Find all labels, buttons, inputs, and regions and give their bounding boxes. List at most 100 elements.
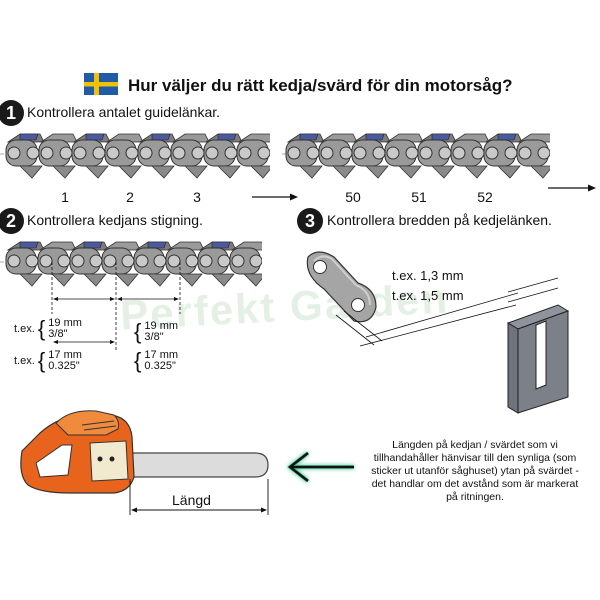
width-example-1-3mm: t.ex. 1,3 mm	[392, 268, 464, 283]
pitch-dimension-lines	[51, 262, 181, 350]
cutter-edge	[365, 133, 385, 141]
cutter-edge	[299, 133, 319, 141]
arrow-left-icon	[287, 451, 354, 483]
cutter-edge	[497, 133, 517, 141]
rivet	[238, 146, 252, 160]
pitch-example-prefix: t.ex.	[14, 354, 35, 367]
step-3-label: Kontrollera bredden på kedjelänken.	[327, 212, 552, 228]
cutter-edge	[85, 133, 105, 141]
rivet	[438, 146, 452, 160]
link-number-1: 1	[61, 189, 69, 205]
rivet	[504, 146, 518, 160]
rivet	[249, 254, 262, 268]
rivet	[320, 146, 334, 160]
rivet	[405, 146, 419, 160]
rivet	[7, 146, 21, 160]
rivet	[353, 146, 367, 160]
link-number-51: 51	[411, 189, 427, 205]
drive-link	[19, 165, 43, 179]
rivet	[135, 254, 149, 268]
drive-link	[332, 165, 356, 179]
step-2-badge: 2	[0, 208, 24, 234]
drive-link	[530, 165, 550, 179]
rivet	[339, 146, 353, 160]
chainsaw-illustration	[20, 410, 269, 515]
rivet	[419, 146, 433, 160]
pitch-mm-value: 17 mm	[48, 349, 82, 361]
drive-link	[243, 273, 262, 287]
drive-link	[83, 273, 107, 287]
rivet	[71, 254, 85, 268]
rivet	[199, 254, 213, 268]
cutter-edge	[211, 241, 231, 249]
step-1-label: Kontrollera antalet guidelänkar.	[27, 104, 221, 120]
chain-segment-pitch	[0, 241, 262, 287]
brace-icon: {	[37, 348, 46, 373]
rivet	[306, 146, 320, 160]
rivet	[92, 146, 106, 160]
step-3-badge: 3	[297, 208, 323, 234]
cutter-edge	[431, 133, 451, 141]
cutter-edge	[217, 133, 237, 141]
brace-icon: {	[37, 316, 46, 341]
pitch-mm-value: 17 mm	[144, 349, 179, 361]
drive-link	[19, 273, 43, 287]
rivet	[372, 146, 386, 160]
rivet	[172, 146, 186, 160]
chain-segment-start	[0, 133, 270, 179]
pitch-inch-value: 3/8"	[48, 328, 68, 340]
drive-link	[398, 165, 422, 179]
rivet	[158, 146, 172, 160]
step-1-badge: 1	[0, 100, 24, 126]
width-example-1-5mm: t.ex. 1,5 mm	[392, 288, 464, 303]
drive-link	[497, 165, 521, 179]
cutter-edge	[19, 241, 39, 249]
rivet	[7, 254, 21, 268]
drive-link	[52, 165, 76, 179]
rivet	[485, 146, 499, 160]
pitch-inch-value: 0.325"	[48, 360, 80, 372]
drive-link	[299, 165, 323, 179]
pitch-mm-value: 19 mm	[144, 320, 179, 332]
length-note: Längden på kedjan / svärdet som vi tillh…	[371, 439, 579, 503]
drive-link	[217, 165, 241, 179]
link-number-52: 52	[477, 189, 493, 205]
pitch-inch-value: 0.325"	[144, 360, 176, 372]
rivet	[518, 146, 532, 160]
rivet	[125, 146, 139, 160]
drive-link	[85, 165, 109, 179]
drive-link	[431, 165, 455, 179]
rivet	[257, 146, 270, 160]
page-title: Hur väljer du rätt kedja/svärd för din m…	[128, 76, 513, 95]
rivet	[106, 146, 120, 160]
link-number-50: 50	[345, 189, 361, 205]
rivet	[103, 254, 117, 268]
drive-link	[51, 273, 75, 287]
brace-icon: {	[134, 319, 142, 344]
drive-link	[184, 165, 208, 179]
rivet	[287, 146, 301, 160]
chain-link-width-drawing	[306, 251, 570, 414]
cutter-edge	[19, 133, 39, 141]
drive-link	[250, 165, 270, 179]
arrow-right-icon	[548, 184, 596, 192]
drive-link	[118, 165, 142, 179]
rivet	[139, 146, 153, 160]
link-number-3: 3	[193, 189, 201, 205]
length-label: Längd	[172, 492, 211, 508]
drive-link	[179, 273, 203, 287]
cutter-edge	[147, 241, 167, 249]
brace-icon: {	[134, 348, 142, 373]
drive-link	[211, 273, 235, 287]
drive-link	[115, 273, 139, 287]
rivet	[386, 146, 400, 160]
rivet	[167, 254, 181, 268]
chain-segment-end	[282, 133, 550, 179]
rivet	[205, 146, 219, 160]
rivet	[471, 146, 485, 160]
drive-link	[464, 165, 488, 179]
